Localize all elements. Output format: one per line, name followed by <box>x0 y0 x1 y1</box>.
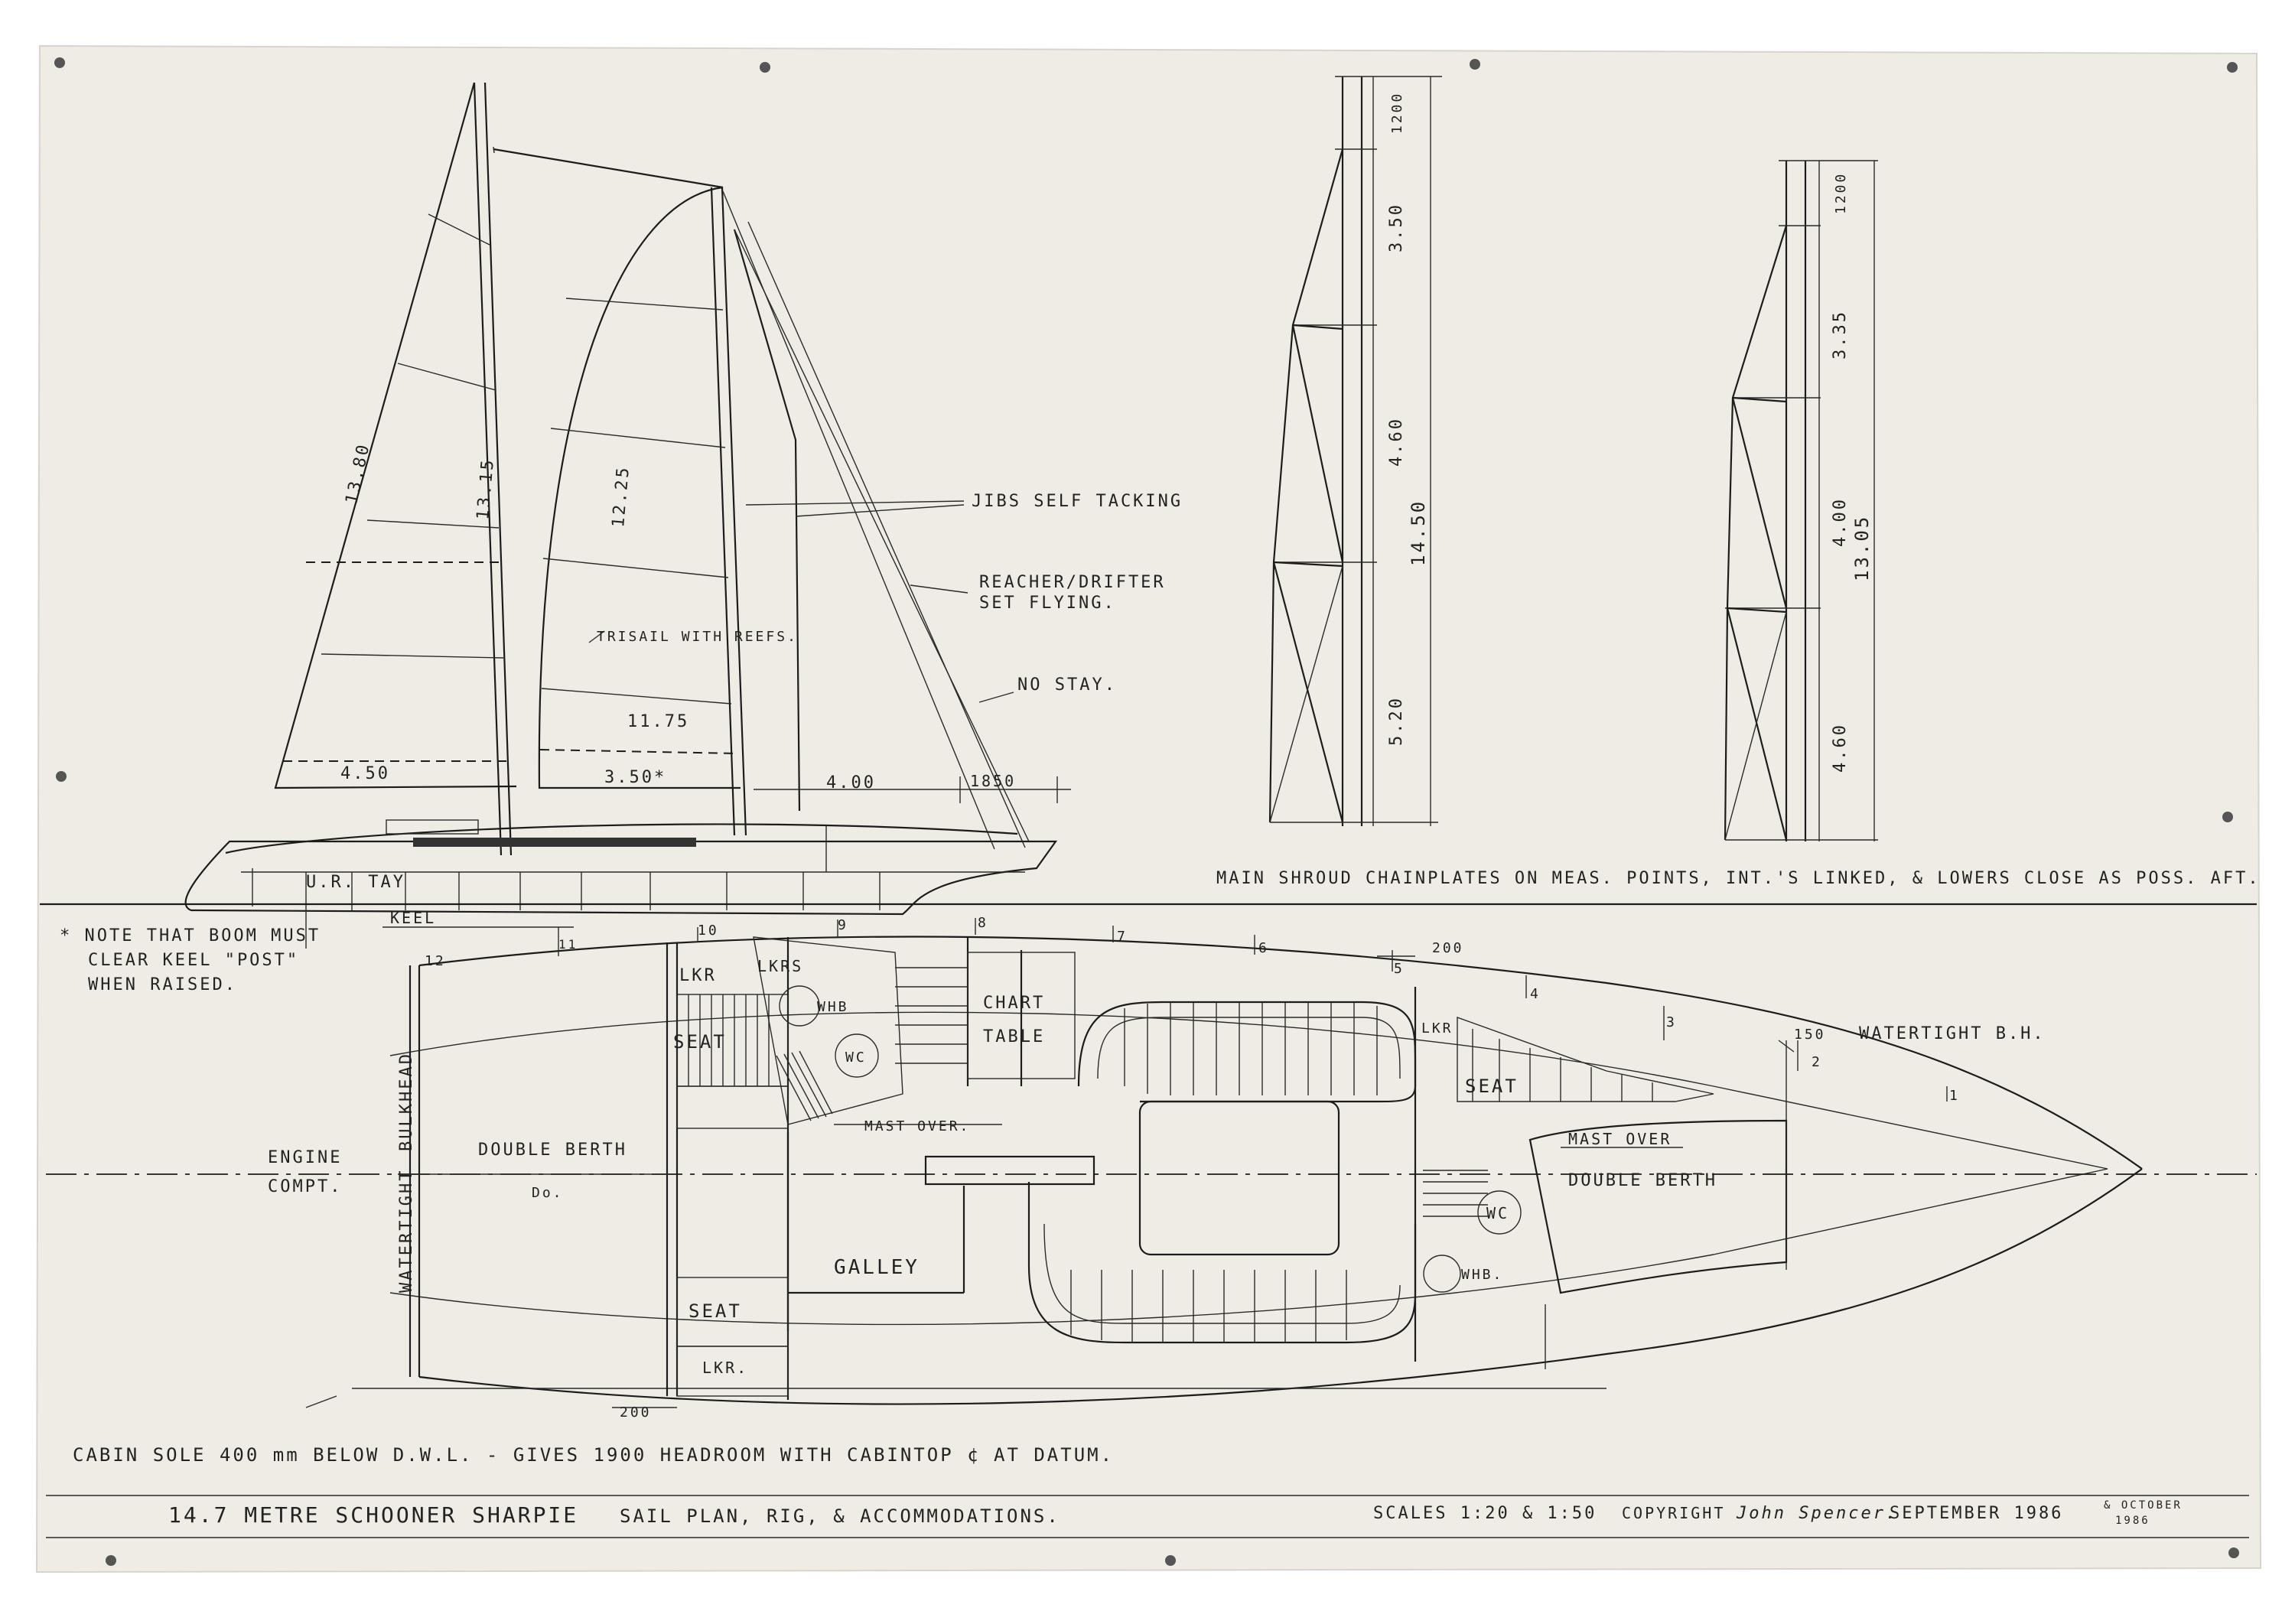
cabin-note: CABIN SOLE 400 mm BELOW D.W.L. - GIVES 1… <box>73 1444 1114 1466</box>
dim-150: 150 <box>1794 1027 1826 1043</box>
watertight-label: WATERTIGHT <box>397 1169 416 1293</box>
whb-label-2: WHB. <box>1461 1267 1503 1283</box>
engine-compt-label: COMPT. <box>268 1177 342 1196</box>
pin-icons <box>54 57 2239 1566</box>
table-label: TABLE <box>983 1027 1045 1046</box>
mast-over-label-1: MAST OVER. <box>864 1118 970 1134</box>
dim-200-bottom: 200 <box>620 1404 652 1421</box>
engine-label: ENGINE <box>268 1148 342 1167</box>
sail-plan: 13.80 13.15 12.25 11.75 4.50 3.50* 4.00 … <box>184 82 1183 949</box>
rig-fore-upper: 3.35 <box>1831 310 1850 360</box>
hull-label: U.R. TAY <box>306 873 405 892</box>
station-9: 9 <box>838 917 848 933</box>
svg-text:WHEN RAISED.: WHEN RAISED. <box>88 975 237 994</box>
rig-fore-top: 1200 <box>1833 172 1849 214</box>
drawing-scales: SCALES 1:20 & 1:50 <box>1373 1504 1597 1523</box>
paper-sheet <box>35 44 2262 1574</box>
rig-main-diagram: 1200 3.50 4.60 5.20 14.50 <box>1268 76 1442 826</box>
drawing-subtitle: SAIL PLAN, RIG, & ACCOMMODATIONS. <box>620 1505 1060 1527</box>
boom-note: * NOTE THAT BOOM MUST CLEAR KEEL "POST" … <box>60 926 321 994</box>
chart-label: CHART <box>983 994 1045 1013</box>
rig-fore-lower: 4.60 <box>1831 723 1850 773</box>
lkr-label-3: LKR <box>1421 1020 1454 1037</box>
galley-label: GALLEY <box>834 1256 920 1279</box>
wc-label-2: WC <box>1486 1204 1509 1222</box>
bulkhead-label: BULKHEAD <box>397 1052 416 1151</box>
double-berth-fwd: DOUBLE BERTH <box>1568 1171 1717 1190</box>
note-jibs: JIBS SELF TACKING <box>972 492 1183 511</box>
mast-over-label-2: MAST OVER <box>1568 1130 1672 1148</box>
seat-label-3: SEAT <box>688 1300 742 1322</box>
rig-main-lower: 5.20 <box>1387 696 1406 746</box>
seat-label-2: SEAT <box>1465 1076 1519 1097</box>
lkrs-label: LKRS <box>757 957 803 975</box>
double-berth-aft-sub: Do. <box>532 1185 564 1201</box>
dim-200-top: 200 <box>1432 940 1464 956</box>
rig-note: MAIN SHROUD CHAINPLATES ON MEAS. POINTS,… <box>1216 869 2261 888</box>
dim-bowsprit: 1850 <box>970 772 1016 790</box>
station-12: 12 <box>425 953 446 969</box>
drawing-revised-1: & OCTOBER <box>2104 1499 2183 1512</box>
drawing-copyright: COPYRIGHT <box>1622 1504 1725 1522</box>
drawing-title: 14.7 METRE SCHOONER SHARPIE <box>168 1502 578 1528</box>
rig-fore-middle: 4.00 <box>1831 497 1850 547</box>
station-1: 1 <box>1949 1088 1960 1104</box>
note-reacher-1: REACHER/DRIFTER <box>979 573 1166 592</box>
drawing-date: SEPTEMBER 1986 <box>1890 1504 2063 1523</box>
drawing-revised-2: 1986 <box>2115 1515 2150 1527</box>
lkr-label-4: LKR. <box>702 1359 748 1377</box>
note-nostay: NO STAY. <box>1017 675 1117 695</box>
rig-fore-diagram: 1200 3.35 4.00 4.60 13.05 <box>1724 160 1878 841</box>
svg-text:CLEAR KEEL "POST": CLEAR KEEL "POST" <box>88 951 299 970</box>
rig-main-middle: 4.60 <box>1387 417 1406 467</box>
rig-fore-total: 13.05 <box>1851 515 1873 581</box>
dim-fore-height: 11.75 <box>627 712 689 731</box>
wc-label-1: WC <box>845 1050 867 1066</box>
seat-label-1: SEAT <box>673 1031 727 1053</box>
station-3: 3 <box>1666 1014 1677 1030</box>
lkr-label-1: LKR <box>679 966 717 985</box>
drawing-author: John Spencer. <box>1736 1504 1898 1523</box>
note-reacher-2: SET FLYING. <box>979 594 1116 613</box>
rig-main-top: 1200 <box>1389 92 1405 134</box>
station-5: 5 <box>1394 961 1405 977</box>
station-4: 4 <box>1530 986 1541 1002</box>
station-7: 7 <box>1117 929 1128 945</box>
title-block: 14.7 METRE SCHOONER SHARPIE SAIL PLAN, R… <box>168 1499 2183 1528</box>
double-berth-aft: DOUBLE BERTH <box>478 1141 627 1160</box>
station-10: 10 <box>698 923 719 939</box>
station-2: 2 <box>1812 1054 1822 1070</box>
dim-main-foot: 4.50 <box>340 764 390 783</box>
station-6: 6 <box>1258 940 1269 956</box>
accommodation-plan: KEEL 12 11 10 9 8 7 6 5 4 3 2 1 200 200 … <box>46 909 2257 1421</box>
watertight-bh-note: WATERTIGHT B.H. <box>1859 1024 2046 1043</box>
svg-text:* NOTE THAT BOOM MUST: * NOTE THAT BOOM MUST <box>60 926 321 945</box>
dim-fore-foot: 3.50* <box>604 768 666 787</box>
dim-jib-foot: 4.00 <box>826 773 876 792</box>
note-trisail: TRISAIL WITH REEFS. <box>597 629 798 645</box>
station-8: 8 <box>978 915 988 931</box>
rig-main-total: 14.50 <box>1408 500 1429 566</box>
station-11: 11 <box>558 937 578 952</box>
rig-main-upper: 3.50 <box>1387 203 1406 252</box>
label-keel: KEEL <box>390 909 436 927</box>
whb-label-1: WHB <box>817 999 849 1015</box>
